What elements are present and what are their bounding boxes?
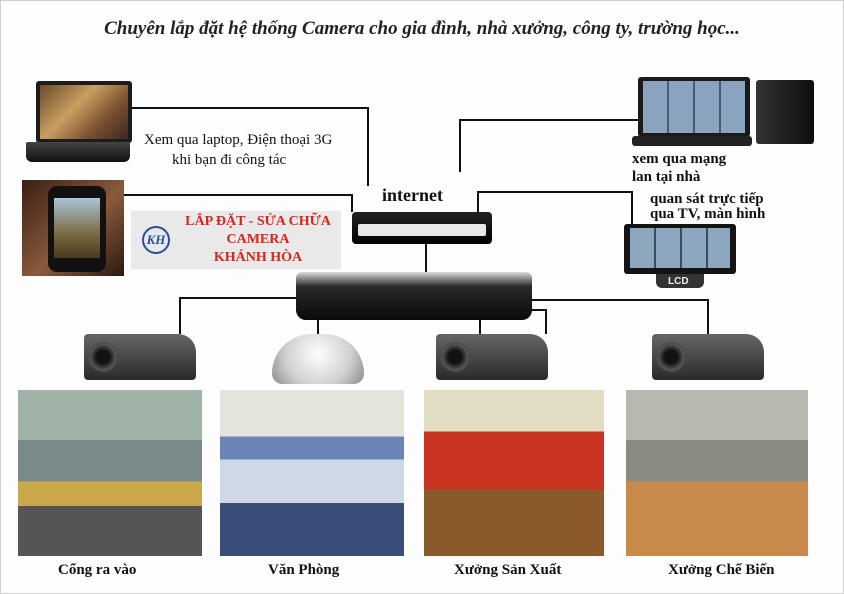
laptop-keyboard: [26, 142, 130, 162]
wire-laptop: [124, 107, 369, 186]
internet-label: internet: [382, 185, 443, 205]
processing-workshop-photo: [626, 390, 808, 556]
logo-line3: KHÁNH HÒA: [213, 250, 303, 265]
wire-cam3b: [530, 309, 547, 334]
lcd-tv-brand: LCD: [668, 276, 689, 287]
lcd-tv-screen: [630, 228, 730, 268]
pc-keyboard: [632, 136, 752, 146]
camera-lens-3: [440, 342, 470, 372]
pc-monitor-screen: [643, 81, 745, 133]
laptop-label-line2: khi bạn đi công tác: [172, 152, 287, 168]
pc-tower: [756, 80, 814, 144]
camera-lens-1: [88, 342, 118, 372]
pc-label-line1: xem qua mạng: [632, 151, 727, 167]
wire-tv: [477, 191, 633, 224]
lcd-tv-stand: [656, 274, 704, 288]
wire-cam1: [179, 297, 310, 334]
diagram-title: Chuyên lắp đặt hệ thống Camera cho gia đ…: [104, 18, 740, 39]
dome-camera: [272, 334, 364, 384]
smartphone-screen: [54, 198, 100, 258]
pc-label-line2: lan tại nhà: [632, 169, 701, 185]
logo-line2: CAMERA: [226, 232, 290, 247]
caption-production: Xưởng Sản Xuất: [454, 562, 562, 578]
production-workshop-photo: [424, 390, 604, 556]
wire-pc: [459, 119, 640, 172]
wire-phone: [124, 194, 353, 212]
tv-label-line1: quan sát trực tiếp: [650, 191, 764, 207]
tv-label-line2: qua TV, màn hình: [650, 206, 766, 222]
kh-logo-mark: KH: [142, 226, 170, 254]
wire-cam4: [532, 299, 709, 334]
dvr-recorder-device: [296, 272, 532, 320]
caption-office: Văn Phòng: [268, 562, 340, 578]
caption-gate: Cổng ra vào: [58, 562, 137, 578]
caption-processing: Xưởng Chế Biến: [668, 562, 775, 578]
gate-photo: [18, 390, 202, 556]
office-photo: [220, 390, 404, 556]
laptop-screen-image: [36, 81, 132, 143]
laptop-label-line1: Xem qua laptop, Điện thoại 3G: [144, 132, 333, 148]
logo-line1: LẮP ĐẶT - SỬA CHỮA: [185, 214, 331, 229]
router-port-panel: [358, 224, 486, 236]
camera-lens-4: [656, 342, 686, 372]
